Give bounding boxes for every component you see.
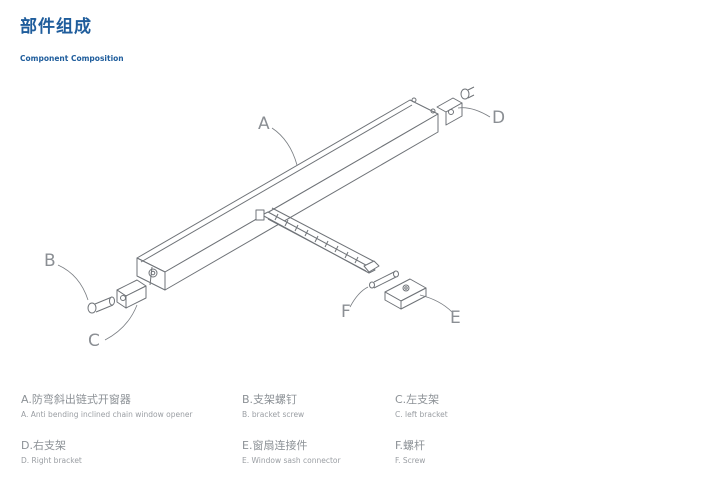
leader-e bbox=[419, 294, 453, 313]
legend-e-cn: E.窗扇连接件 bbox=[242, 439, 308, 452]
label-c: C bbox=[88, 331, 100, 351]
label-f: F bbox=[341, 302, 351, 322]
left-bracket bbox=[116, 279, 147, 309]
page-title-en: Component Composition bbox=[20, 54, 124, 63]
leader-c bbox=[104, 304, 138, 341]
legend-d-en: D. Right bracket bbox=[21, 456, 82, 465]
leader-b bbox=[57, 264, 89, 301]
page-title-cn: 部件组成 bbox=[20, 17, 92, 37]
legend-d-cn: D.右支架 bbox=[21, 439, 66, 452]
legend-a-cn: A.防弯斜出链式开窗器 bbox=[21, 393, 131, 406]
legend-item-b: B.支架螺钉 B. bracket screw bbox=[242, 391, 304, 419]
legend-item-a: A.防弯斜出链式开窗器 A. Anti bending inclined cha… bbox=[21, 391, 193, 419]
legend-f-cn: F.螺杆 bbox=[395, 439, 426, 452]
legend-e-en: E. Window sash connector bbox=[242, 456, 341, 465]
legend-item-e: E.窗扇连接件 E. Window sash connector bbox=[242, 437, 341, 465]
bracket-screw bbox=[87, 296, 115, 314]
label-b: B bbox=[44, 251, 56, 271]
label-a: A bbox=[258, 114, 270, 134]
legend-item-d: D.右支架 D. Right bracket bbox=[21, 437, 82, 465]
legend-item-f: F.螺杆 F. Screw bbox=[395, 437, 425, 465]
legend-c-cn: C.左支架 bbox=[395, 393, 440, 406]
window-sash-connector bbox=[384, 278, 427, 310]
chain-arm bbox=[255, 207, 380, 274]
legend-item-c: C.左支架 C. left bracket bbox=[395, 391, 448, 419]
chain-opener-body bbox=[136, 97, 439, 291]
legend-a-en: A. Anti bending inclined chain window op… bbox=[21, 410, 193, 419]
legend-f-en: F. Screw bbox=[395, 456, 426, 465]
label-e: E bbox=[450, 308, 461, 328]
leader-f bbox=[349, 286, 369, 308]
screw bbox=[369, 270, 399, 289]
leader-d bbox=[457, 107, 491, 118]
legend-c-en: C. left bracket bbox=[395, 410, 448, 419]
label-d: D bbox=[492, 108, 506, 128]
legend-b-cn: B.支架螺钉 bbox=[242, 393, 298, 406]
legend-b-en: B. bracket screw bbox=[242, 410, 305, 419]
right-bracket bbox=[436, 86, 475, 126]
leader-a bbox=[271, 127, 298, 166]
